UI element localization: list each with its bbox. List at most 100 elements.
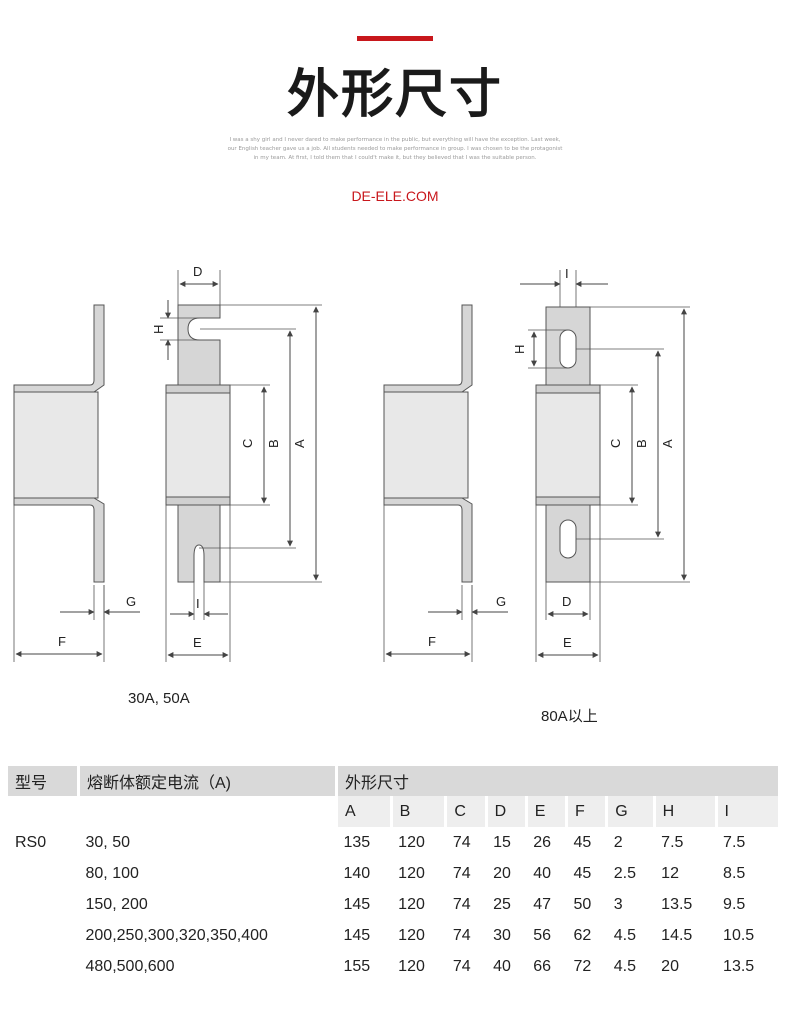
cell-dim-f: 62 [573, 926, 592, 944]
cell-model [8, 951, 79, 982]
side-view-left [13, 304, 105, 583]
cell-dim-h: 14.5 [661, 926, 693, 944]
cell-dim-g: 2 [613, 833, 623, 851]
dim-f-left: F [13, 505, 105, 662]
dim-e-right: E [535, 505, 601, 662]
cell-dim-h: 12 [661, 864, 679, 882]
svg-text:H: H [512, 345, 527, 354]
cell-dim-g: 2.5 [613, 864, 636, 882]
col-e: E [524, 796, 567, 827]
svg-text:I: I [196, 596, 200, 611]
dim-g-left: G [60, 585, 140, 620]
cell-dim-g: 4.5 [613, 926, 636, 944]
table-subheader-row: A B C D E F G H I [8, 796, 778, 827]
cell-dim-e: 47 [533, 895, 552, 913]
svg-text:D: D [562, 594, 571, 609]
cell-dim-h: 7.5 [661, 833, 684, 851]
cell-dim-d: 40 [493, 957, 511, 975]
cell-dim-b: 120 [398, 895, 425, 913]
cell-dim-a: 135 [343, 833, 371, 851]
cell-current: 200,250,300,320,350,400 [85, 926, 268, 944]
cell-dim-g: 3 [613, 895, 623, 913]
cell-dim-i: 10.5 [723, 926, 755, 944]
dim-h-right: H [512, 329, 568, 369]
side-view-right [383, 304, 473, 583]
svg-text:A: A [660, 439, 675, 448]
cell-dim-f: 45 [573, 864, 592, 882]
svg-text:B: B [634, 439, 649, 448]
cell-dim-f: 50 [573, 895, 592, 913]
cell-dim-e: 26 [533, 833, 552, 851]
dim-f-right: F [383, 505, 473, 662]
cell-dim-c: 74 [452, 895, 471, 913]
cell-dim-f: 45 [573, 833, 592, 851]
cell-dim-e: 40 [533, 864, 552, 882]
cell-dim-i: 8.5 [723, 864, 746, 882]
cell-dim-i: 9.5 [723, 895, 746, 913]
cell-model [8, 920, 79, 951]
cell-dim-g: 4.5 [613, 957, 636, 975]
title-accent-bar [357, 36, 433, 41]
col-c: C [444, 796, 487, 827]
cell-dim-a: 145 [343, 895, 371, 913]
cell-dim-a: 145 [343, 926, 371, 944]
cell-dim-c: 74 [452, 833, 471, 851]
dim-g-right: G [428, 585, 508, 620]
col-d: D [484, 796, 527, 827]
dimension-drawing: G F D H A B [13, 264, 690, 662]
svg-text:H: H [151, 325, 166, 334]
dim-d-left: D [177, 264, 221, 305]
page-title: 外形尺寸 [286, 65, 503, 125]
site-link[interactable]: DE-ELE.COM [351, 188, 439, 204]
col-f: F [564, 796, 607, 827]
cell-dim-i: 13.5 [723, 957, 755, 975]
svg-text:F: F [428, 634, 436, 649]
dim-d-right: D [545, 582, 591, 620]
cell-dim-a: 155 [343, 957, 371, 975]
col-i: I [714, 796, 778, 827]
cell-dim-c: 74 [452, 926, 471, 944]
header-current: 熔断体额定电流（A) [77, 766, 337, 796]
cell-current: 30, 50 [85, 833, 130, 851]
cell-dim-e: 56 [533, 926, 552, 944]
cell-dim-d: 15 [493, 833, 511, 851]
cell-dim-c: 74 [452, 864, 471, 882]
cell-dim-d: 20 [493, 864, 511, 882]
cell-dim-b: 120 [398, 957, 425, 975]
svg-text:E: E [563, 635, 572, 650]
col-b: B [389, 796, 446, 827]
cell-dim-e: 66 [533, 957, 552, 975]
cell-dim-a: 140 [343, 864, 371, 882]
cell-dim-d: 30 [493, 926, 511, 944]
svg-text:B: B [266, 439, 281, 448]
table-header-row: 型号 熔断体额定电流（A) 外形尺寸 [8, 766, 778, 796]
cell-dim-c: 74 [452, 957, 471, 975]
svg-text:C: C [608, 439, 623, 448]
cell-dim-i: 7.5 [723, 833, 746, 851]
cell-dim-b: 120 [398, 864, 425, 882]
cell-dim-b: 120 [398, 926, 425, 944]
header-model: 型号 [8, 766, 79, 796]
dim-i-right: I [520, 266, 608, 307]
svg-text:G: G [126, 594, 136, 609]
front-view-left [165, 304, 231, 583]
cell-dim-b: 120 [398, 833, 425, 851]
dimension-table: 型号 熔断体额定电流（A) 外形尺寸 A B C D E F G H I RS0… [8, 766, 778, 982]
cell-current: 480,500,600 [85, 957, 175, 975]
svg-text:G: G [496, 594, 506, 609]
header-dimensions: 外形尺寸 [335, 766, 778, 796]
dim-abc-left: A B C [199, 304, 322, 583]
caption-30a-50a: 30A, 50A [128, 690, 190, 707]
svg-text:I: I [565, 266, 569, 281]
cell-current: 150, 200 [85, 895, 148, 913]
svg-text:A: A [292, 439, 307, 448]
svg-text:D: D [193, 264, 202, 279]
front-view-right [535, 306, 601, 583]
dim-h-left: H [151, 300, 200, 360]
svg-text:E: E [193, 635, 202, 650]
cell-dim-h: 13.5 [661, 895, 693, 913]
